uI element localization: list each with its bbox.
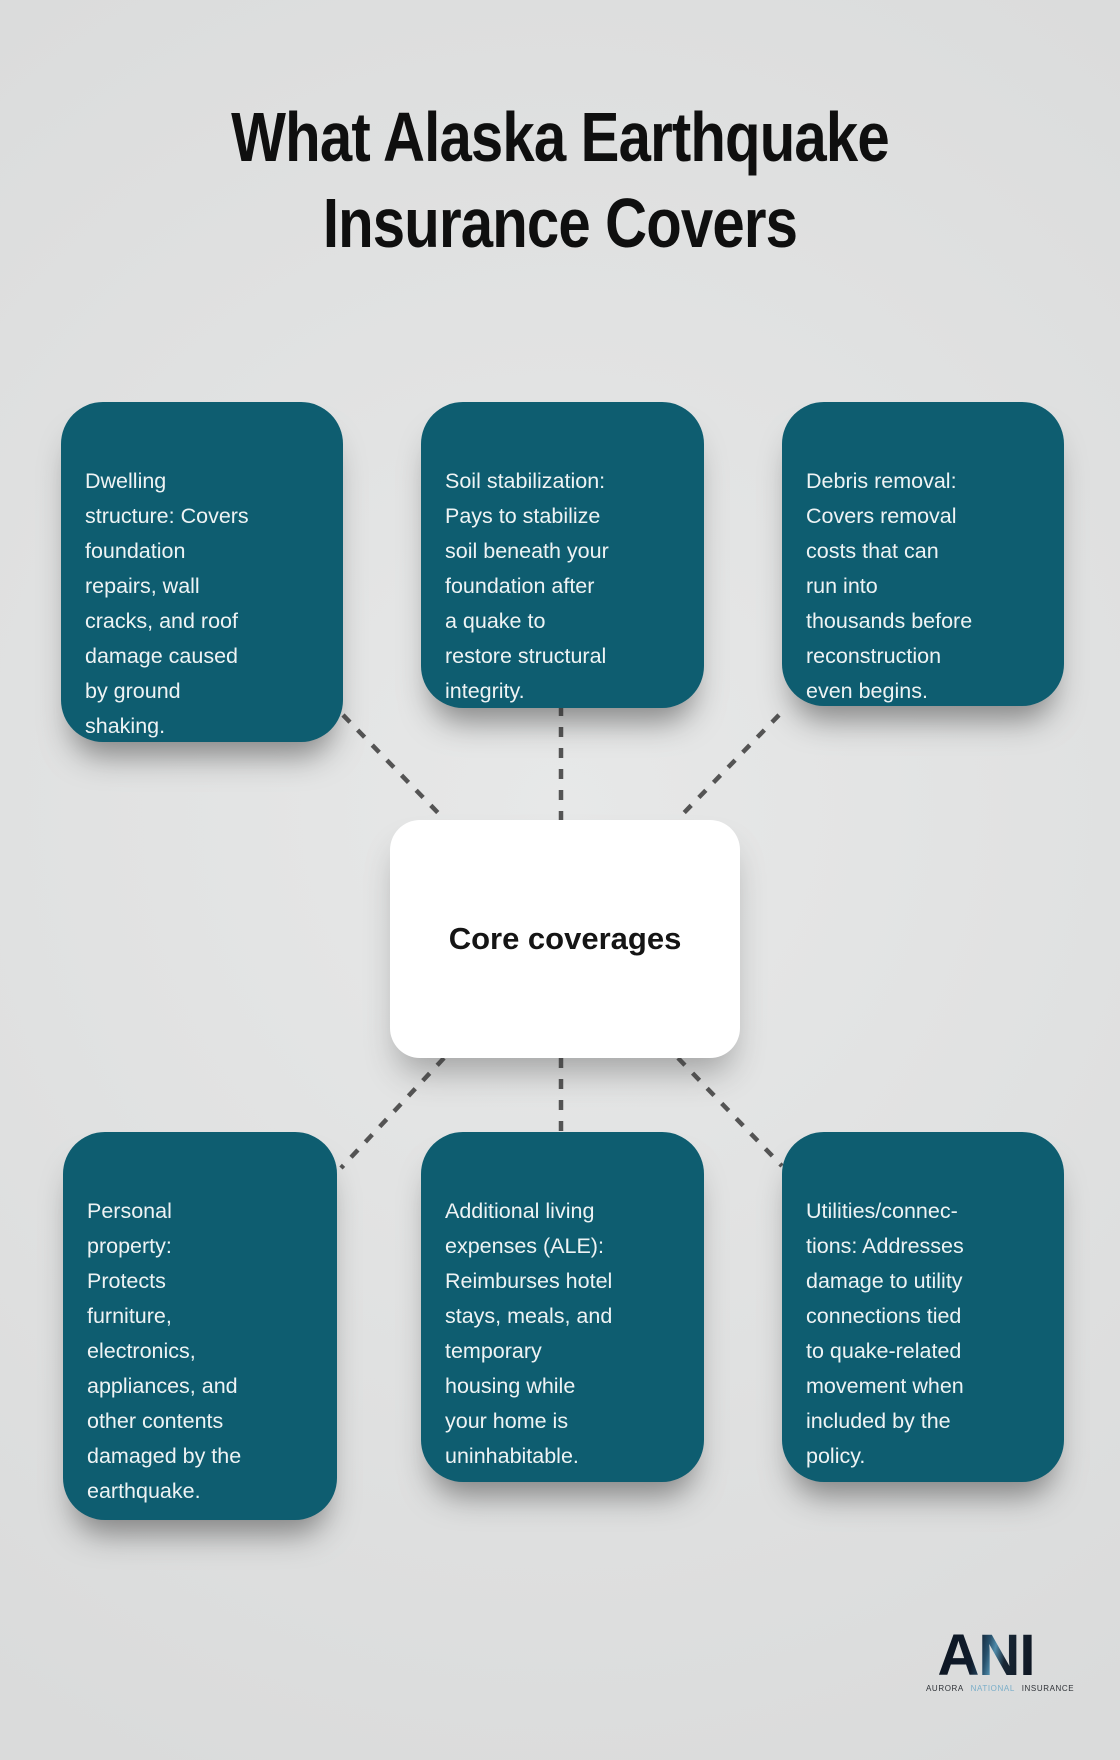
ani-logo-word-insurance: INSURANCE (1021, 1684, 1075, 1693)
coverage-box-dwelling-structure: Dwelling structure: Covers foundation re… (61, 402, 343, 742)
page-title-line1: What Alaska Earthquake (231, 98, 889, 176)
coverage-box-utilities-connections: Utilities/connec- tions: Addresses damag… (782, 1132, 1064, 1482)
ani-logo: ANI AURORA NATIONAL INSURANCE (926, 1623, 1074, 1694)
coverage-text-debris-removal: Debris removal: Covers removal costs tha… (806, 469, 973, 703)
page-title-line2: Insurance Covers (322, 184, 798, 262)
coverage-box-additional-living-expenses: Additional living expenses (ALE): Reimbu… (421, 1132, 704, 1482)
coverage-box-debris-removal: Debris removal: Covers removal costs tha… (782, 402, 1064, 706)
ani-logo-word-national: NATIONAL (970, 1684, 1015, 1693)
connector-top-left (341, 713, 447, 822)
ani-logo-word-aurora: AURORA (926, 1684, 964, 1693)
coverage-text-soil-stabilization: Soil stabilization: Pays to stabilize so… (445, 469, 609, 703)
connector-bottom-left (339, 1056, 446, 1170)
coverage-text-dwelling-structure: Dwelling structure: Covers foundation re… (85, 469, 249, 738)
coverage-text-utilities-connections: Utilities/connec- tions: Addresses damag… (806, 1199, 964, 1468)
core-coverages-node: Core coverages (390, 820, 740, 1058)
ani-logo-acronym: ANI (937, 1623, 1036, 1688)
ani-logo-tagline: AURORA NATIONAL INSURANCE (926, 1684, 1074, 1693)
connector-bottom-right (676, 1056, 784, 1168)
core-coverages-label: Core coverages (448, 921, 682, 956)
connector-top-right (675, 713, 781, 822)
coverage-box-soil-stabilization: Soil stabilization: Pays to stabilize so… (421, 402, 704, 708)
coverage-box-personal-property: Personal property: Protects furniture, e… (63, 1132, 337, 1520)
coverage-text-personal-property: Personal property: Protects furniture, e… (87, 1199, 242, 1503)
coverage-text-additional-living-expenses: Additional living expenses (ALE): Reimbu… (445, 1199, 613, 1468)
